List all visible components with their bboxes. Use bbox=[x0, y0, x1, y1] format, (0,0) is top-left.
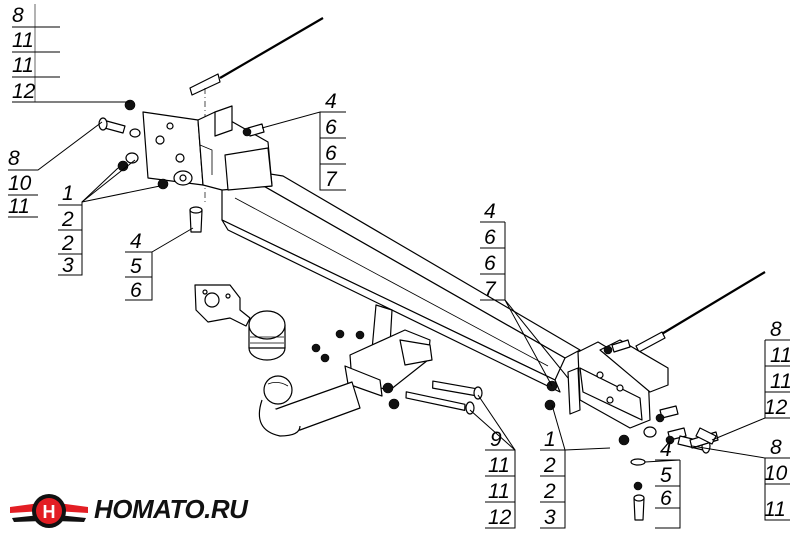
callout-number: 1 bbox=[544, 428, 556, 451]
callout-number: 4 bbox=[325, 90, 337, 113]
callout-top-center: 4 6 6 7 bbox=[325, 90, 338, 191]
callout-number: 7 bbox=[484, 278, 497, 301]
brand-logo-emblem: H bbox=[10, 494, 88, 528]
callout-number: 11 bbox=[12, 29, 34, 52]
wiring-cable-top bbox=[189, 17, 324, 205]
callout-center-right: 4 6 6 7 bbox=[484, 200, 497, 301]
callout-number: 8 bbox=[770, 436, 782, 459]
callout-number: 2 bbox=[61, 232, 74, 255]
tow-ball-cap bbox=[248, 310, 286, 361]
callout-number: 2 bbox=[543, 454, 556, 477]
towbar-neck bbox=[258, 304, 433, 437]
callout-number: 2 bbox=[61, 208, 74, 231]
callout-number: 11 bbox=[770, 344, 792, 367]
callout-number: 9 bbox=[490, 428, 502, 451]
callout-number: 10 bbox=[764, 462, 788, 485]
callout-number: 4 bbox=[130, 230, 142, 253]
callout-number: 5 bbox=[130, 255, 142, 278]
callout-number: 6 bbox=[660, 487, 672, 510]
callout-number: 8 bbox=[12, 4, 24, 27]
right-mounting-bracket bbox=[567, 339, 669, 429]
callout-number: 5 bbox=[660, 464, 672, 487]
callout-right-top: 8 11 11 12 bbox=[764, 318, 792, 419]
callout-bottom-middle: 1 2 2 3 bbox=[543, 428, 556, 529]
callout-number: 12 bbox=[764, 396, 788, 419]
left-mounting-bracket bbox=[142, 105, 273, 191]
callout-number: 3 bbox=[62, 254, 74, 277]
callout-number: 11 bbox=[488, 454, 510, 477]
callout-number: 7 bbox=[325, 168, 338, 191]
callout-number: 6 bbox=[484, 252, 496, 275]
callout-number: 11 bbox=[770, 370, 792, 393]
callout-number: 6 bbox=[130, 279, 142, 302]
callout-number: 12 bbox=[488, 506, 512, 529]
ball-locking-bolts bbox=[405, 380, 483, 415]
brand-name[interactable]: HOMATO.RU bbox=[94, 493, 248, 524]
callout-bottom-center: 9 11 11 12 bbox=[488, 428, 512, 529]
callout-number: 11 bbox=[764, 498, 786, 521]
callout-left-washers: 1 2 2 3 bbox=[61, 182, 74, 277]
callout-number: 4 bbox=[484, 200, 496, 223]
callout-number: 1 bbox=[62, 182, 74, 205]
callout-left-bottom-bolt: 4 5 6 bbox=[130, 230, 142, 302]
callout-number: 6 bbox=[325, 142, 337, 165]
callout-number: 11 bbox=[12, 54, 34, 77]
right-fasteners bbox=[544, 339, 719, 521]
brand-bar: HOMATO.RU bbox=[90, 487, 248, 531]
callout-number: 4 bbox=[660, 438, 672, 461]
callout-number: 3 bbox=[544, 506, 556, 529]
callout-number: 8 bbox=[8, 147, 20, 170]
callout-top-left: 8 11 11 12 bbox=[12, 4, 36, 103]
callout-number: 11 bbox=[488, 480, 510, 503]
callout-number: 6 bbox=[325, 116, 337, 139]
callout-number: 6 bbox=[484, 226, 496, 249]
callout-number: 8 bbox=[770, 318, 782, 341]
callout-number: 12 bbox=[12, 80, 36, 103]
electrical-socket-bracket bbox=[194, 284, 251, 327]
main-crossbeam bbox=[221, 167, 581, 393]
callout-left-middle: 8 10 11 bbox=[8, 147, 32, 218]
wiring-cable-right bbox=[635, 271, 766, 353]
callout-number: 10 bbox=[8, 172, 32, 195]
left-fasteners bbox=[98, 99, 265, 233]
callout-number: 11 bbox=[8, 195, 30, 218]
leader-lines bbox=[8, 4, 790, 529]
callout-number: 2 bbox=[543, 480, 556, 503]
callout-bottom-right: 8 10 11 bbox=[764, 436, 788, 521]
logo-letter: H bbox=[43, 502, 56, 522]
callout-bottom-bolt: 4 5 6 bbox=[660, 438, 672, 510]
